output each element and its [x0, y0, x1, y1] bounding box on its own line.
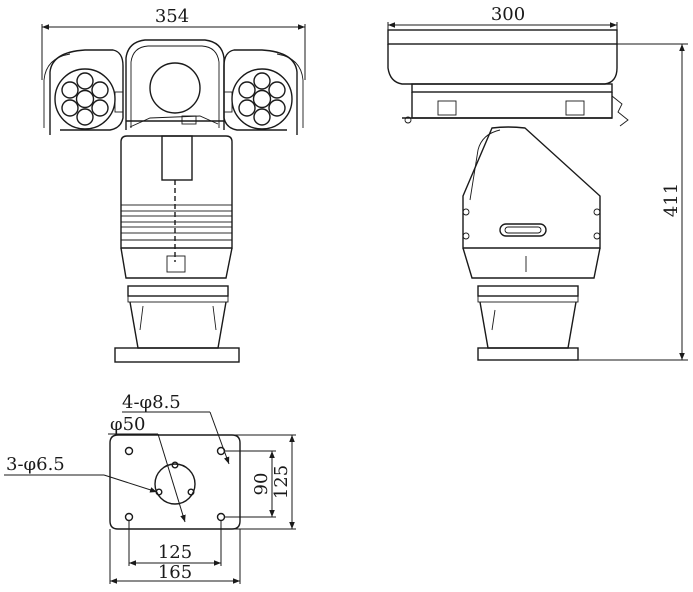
- outer-height-dimension: 125: [271, 465, 292, 499]
- base-plate-outline: [109, 434, 241, 530]
- mount-holes-label: 3-φ6.5: [6, 454, 65, 475]
- corner-holes-label: 4-φ8.5: [122, 392, 181, 413]
- right-ir-lamp: [223, 49, 304, 135]
- front-width-dimension: 354: [155, 6, 189, 27]
- pan-tilt-body: [120, 135, 233, 279]
- outer-width-dimension: 165: [158, 562, 192, 583]
- front-base: [114, 285, 240, 363]
- side-body: [462, 126, 601, 249]
- sunshield: [387, 29, 618, 45]
- corner-hole: [124, 512, 134, 522]
- camera-housing: [125, 39, 225, 130]
- corner-hole: [124, 446, 134, 456]
- corner-hole: [216, 512, 226, 522]
- side-view: 300 411: [387, 4, 688, 361]
- left-ir-lamp: [43, 49, 124, 135]
- base-plate-view: 4-φ8.5 φ50 3-φ6.5 125 165 90 125: [4, 392, 296, 584]
- inner-width-dimension: 125: [158, 542, 192, 563]
- side-width-dimension: 300: [491, 4, 525, 25]
- inner-height-dimension: 90: [251, 473, 272, 496]
- center-hole: [154, 463, 196, 505]
- center-hole-label: φ50: [110, 414, 146, 435]
- side-height-dimension: 411: [661, 183, 682, 217]
- front-view: 354: [41, 6, 306, 363]
